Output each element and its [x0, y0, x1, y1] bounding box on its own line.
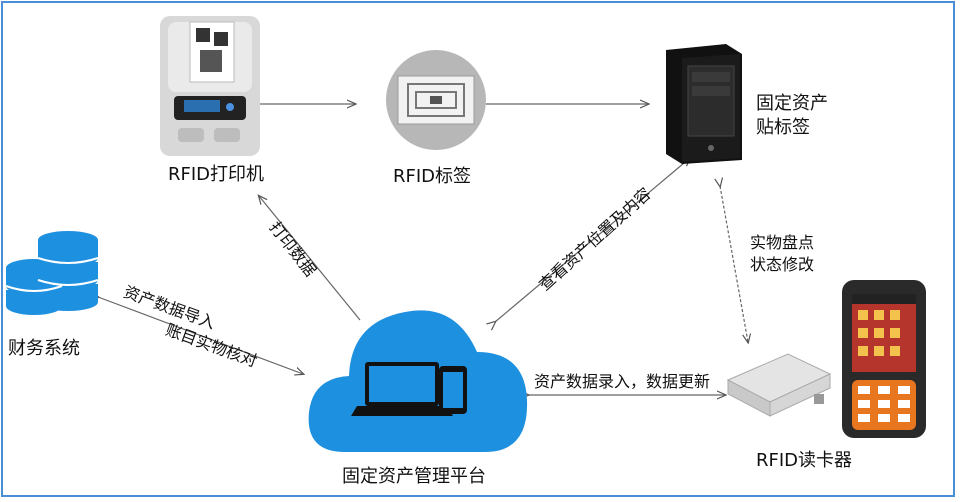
label-rfid-tag: RFID标签	[393, 166, 472, 187]
label-rfid-printer: RFID打印机	[168, 164, 265, 185]
laptop-icon	[351, 362, 453, 416]
arrow-asset-platform	[495, 158, 690, 322]
handheld-terminal-icon	[842, 280, 926, 438]
phone-icon	[439, 366, 467, 414]
arrow-asset-reader	[720, 186, 748, 342]
rfid-reader-icon	[726, 353, 832, 417]
arrow-finance-platform	[98, 297, 303, 374]
database-icon	[5, 231, 99, 315]
rfid-printer-icon	[160, 16, 260, 156]
label-fixed-asset: 固定资产 贴标签	[756, 93, 828, 138]
pc-tower-icon	[666, 44, 742, 164]
edge-label-inventory: 实物盘点 状态修改	[750, 233, 815, 274]
label-finance-system: 财务系统	[8, 338, 80, 359]
label-rfid-reader: RFID读卡器	[756, 450, 853, 471]
rfid-tag-icon	[386, 50, 486, 150]
cloud-platform-icon	[308, 310, 528, 452]
label-management-platform: 固定资产管理平台	[342, 466, 486, 487]
arrow-platform-to-printer	[259, 196, 361, 321]
edge-label-entry-update: 资产数据录入，数据更新	[534, 372, 711, 391]
